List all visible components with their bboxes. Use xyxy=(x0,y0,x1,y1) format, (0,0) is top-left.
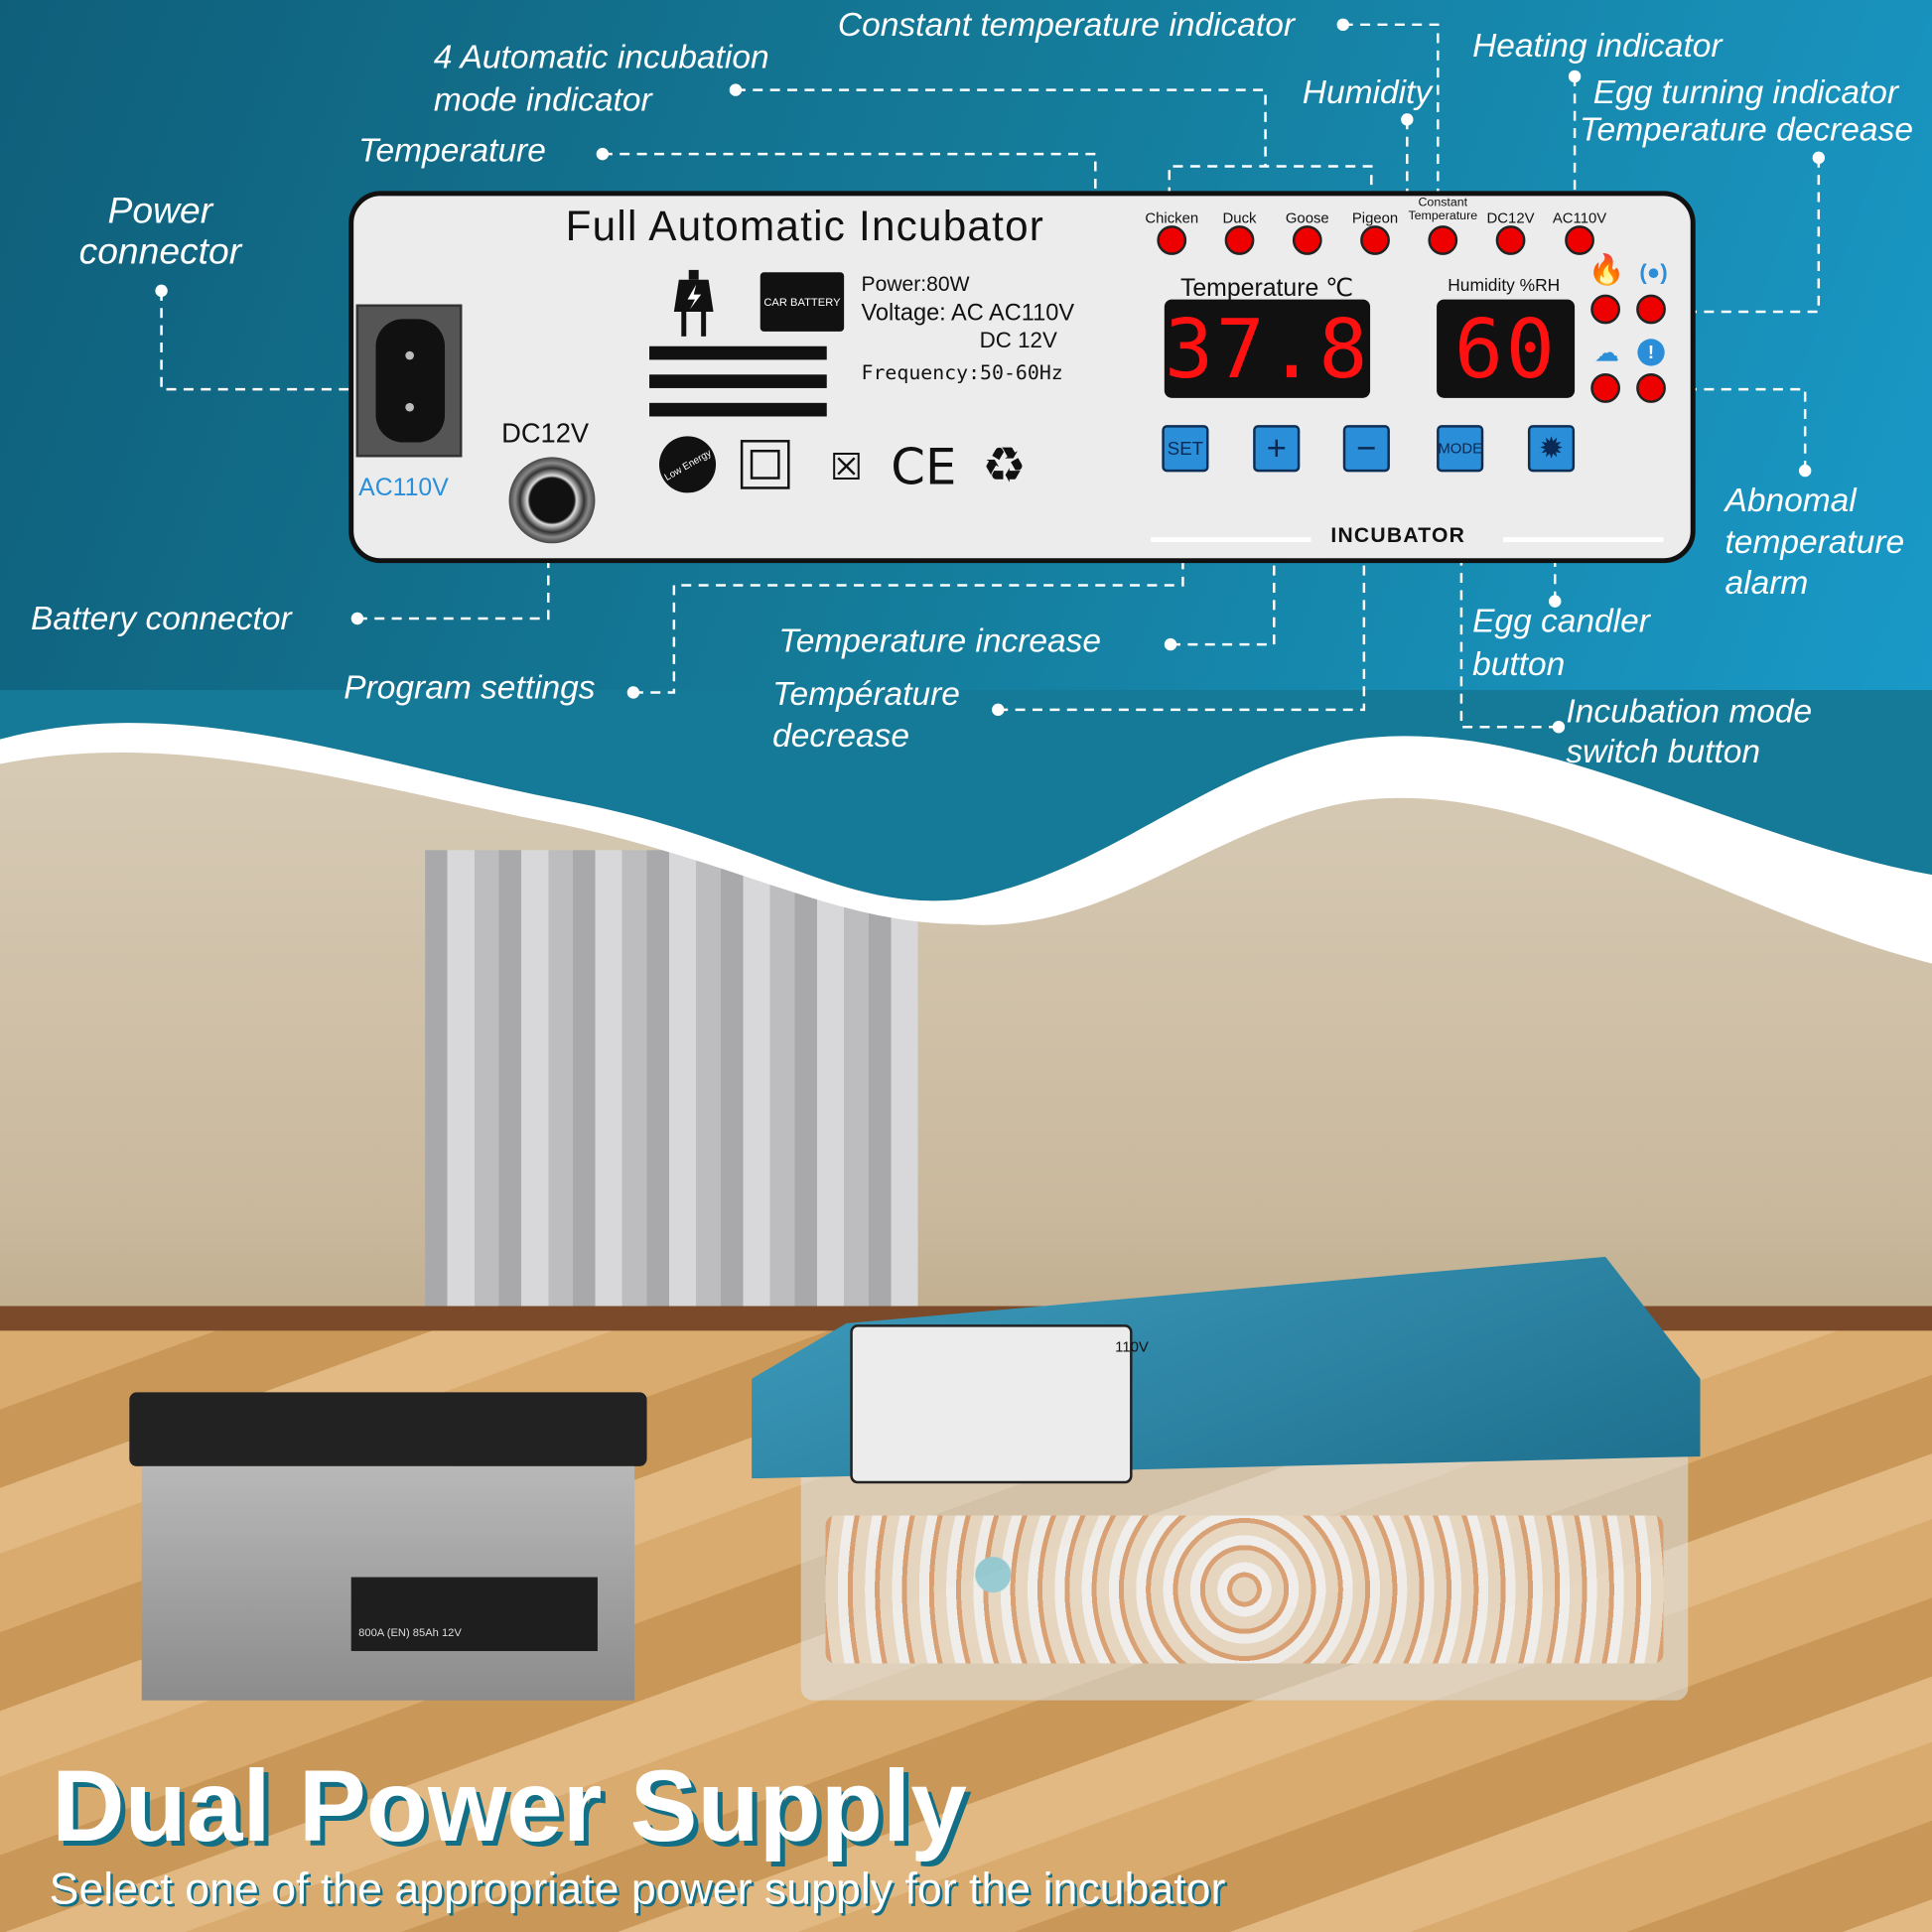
voltage-dc-spec: DC 12V xyxy=(979,328,1057,352)
humidity-display: 60 xyxy=(1437,299,1576,398)
recycle-icon: ♻ xyxy=(982,438,1027,493)
dc-label: DC12V xyxy=(501,417,590,449)
callout-temperature-decrease-line2: decrease xyxy=(772,717,910,755)
callout-temperature-increase: Temperature increase xyxy=(778,621,1102,659)
led-heating xyxy=(1590,294,1621,325)
callout-mode-line1: Incubation mode xyxy=(1566,692,1813,730)
callout-egg-turning: Egg turning indicator xyxy=(1592,73,1899,111)
led-pigeon xyxy=(1360,225,1390,255)
callout-auto-mode-line1: 4 Automatic incubation xyxy=(433,38,769,75)
led-egg-turning xyxy=(1636,294,1666,325)
humidity-icon: ☁ xyxy=(1593,339,1619,367)
callout-power-line1: Power xyxy=(107,191,213,232)
power-spec: Power:80W xyxy=(861,272,970,296)
indicator-label-duck: Duck xyxy=(1222,208,1257,227)
headline: Dual Power Supply xyxy=(52,1750,967,1863)
plus-button[interactable]: + xyxy=(1253,425,1301,473)
callout-power-line2: connector xyxy=(78,231,242,273)
low-energy-icon: Low Energy xyxy=(648,425,727,503)
callout-battery: Battery connector xyxy=(31,600,292,637)
heating-icon: 🔥 xyxy=(1587,253,1625,287)
panel-title: Full Automatic Incubator xyxy=(565,203,1045,250)
callout-temperature-decrease-top: Temperature decrease xyxy=(1580,110,1913,148)
ac-power-socket[interactable] xyxy=(355,304,463,458)
ce-mark: CE xyxy=(891,440,957,497)
low-energy-text: Low Energy xyxy=(662,446,714,483)
led-goose xyxy=(1292,225,1322,255)
curtain xyxy=(425,850,918,1343)
indicator-label-ac110v: AC110V xyxy=(1552,208,1607,227)
callout-alarm-line3: alarm xyxy=(1725,564,1809,602)
set-button[interactable]: SET xyxy=(1162,425,1209,473)
voltage-spec: Voltage: AC AC110V xyxy=(861,300,1075,327)
callout-temperature-decrease-line1: Température xyxy=(772,675,960,713)
control-panel: Full Automatic Incubator AC110V DC12V CA… xyxy=(348,191,1696,564)
mode-button[interactable]: MODE xyxy=(1437,425,1484,473)
plug-icon xyxy=(664,269,724,339)
indicator-label-constant-temperature: Constant Temperature xyxy=(1408,196,1478,223)
led-duck xyxy=(1224,225,1255,255)
indicator-label-dc12v: DC12V xyxy=(1486,208,1535,227)
battery-label: 800A (EN) 85Ah 12V xyxy=(350,1577,598,1652)
divider-right xyxy=(1503,537,1664,543)
callout-program: Program settings xyxy=(344,668,596,707)
callout-humidity: Humidity xyxy=(1302,73,1433,111)
dc-symbol xyxy=(649,345,827,417)
led-constant-temperature xyxy=(1428,225,1458,255)
indicator-label-goose: Goose xyxy=(1285,208,1329,227)
led-ac110v xyxy=(1565,225,1594,255)
wave-divider xyxy=(0,689,1932,964)
weee-bin-icon: ☒ xyxy=(829,446,864,487)
egg-candler-button[interactable]: ✹ xyxy=(1527,425,1576,473)
indicator-label-pigeon: Pigeon xyxy=(1351,208,1399,227)
subheadline: Select one of the appropriate power supp… xyxy=(49,1863,1226,1914)
minus-button[interactable]: − xyxy=(1342,425,1390,473)
car-battery-icon: CAR BATTERY xyxy=(759,272,845,332)
brand-label: INCUBATOR xyxy=(1330,523,1466,548)
divider-left xyxy=(1151,537,1311,543)
alarm-icon: ! xyxy=(1637,339,1665,366)
callout-auto-mode-line2: mode indicator xyxy=(433,80,652,119)
led-chicken xyxy=(1157,225,1187,255)
callout-heating: Heating indicator xyxy=(1472,27,1723,65)
dc-jack[interactable] xyxy=(508,457,596,544)
led-dc12v xyxy=(1495,225,1526,255)
callout-egg-candler-line1: Egg candler xyxy=(1472,602,1650,640)
callout-mode-line2: switch button xyxy=(1566,733,1760,770)
ac-label: AC110V xyxy=(358,474,449,502)
frequency-spec: Frequency:50-60Hz xyxy=(861,360,1063,385)
candler-sun-icon: ✹ xyxy=(1539,431,1564,466)
temperature-display-label: Temperature ℃ xyxy=(1179,274,1354,303)
callout-egg-candler-line2: button xyxy=(1472,645,1566,683)
callout-alarm-line1: Abnomal xyxy=(1725,482,1857,519)
car-battery: 800A (EN) 85Ah 12V xyxy=(129,1392,647,1701)
indicator-label-chicken: Chicken xyxy=(1145,208,1199,227)
double-insulation-icon xyxy=(740,440,790,489)
led-humidity xyxy=(1590,373,1621,403)
callout-constant-temperature: Constant temperature indicator xyxy=(837,6,1295,44)
callout-alarm-line2: temperature xyxy=(1725,523,1905,561)
led-alarm xyxy=(1636,373,1666,403)
humidity-display-label: Humidity %RH xyxy=(1448,274,1561,295)
incubator-voltage-label: 110V xyxy=(1115,1337,1149,1356)
incubator-device: 110V xyxy=(752,1256,1701,1713)
car-battery-icon-text: CAR BATTERY xyxy=(763,295,841,309)
callout-temperature: Temperature xyxy=(358,131,546,170)
temperature-display: 37.8 xyxy=(1164,299,1371,398)
egg-turning-icon: (●) xyxy=(1639,259,1668,285)
